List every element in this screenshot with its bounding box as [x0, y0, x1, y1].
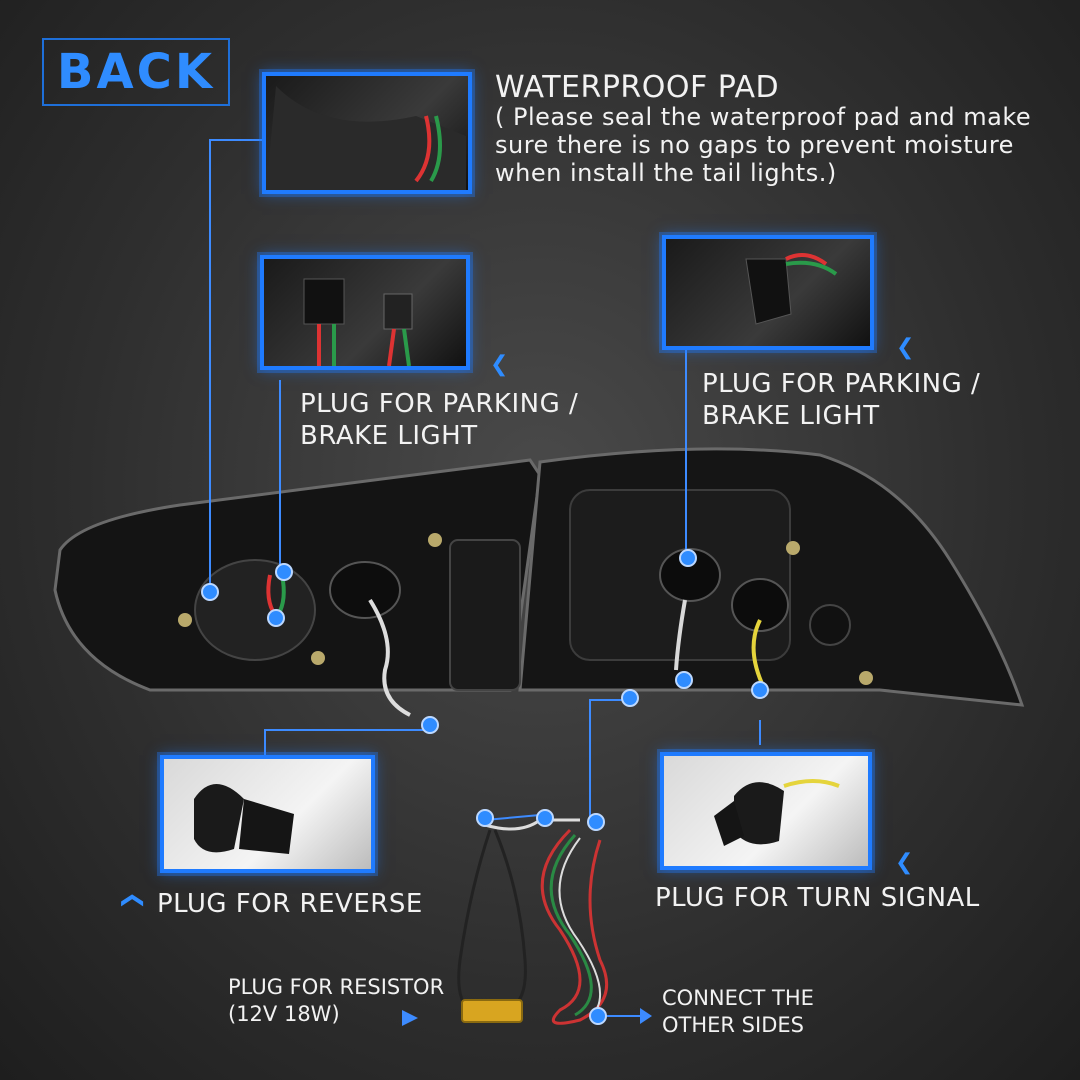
- parking-left-line2: BRAKE LIGHT: [300, 421, 478, 451]
- parking-left-line1: PLUG FOR PARKING /: [300, 389, 579, 419]
- chevron-left-icon: ❮: [490, 352, 509, 377]
- reverse-plug-photo: [160, 755, 375, 873]
- arrow-right-icon: [640, 1008, 652, 1024]
- resistor-line1: PLUG FOR RESISTOR: [228, 975, 445, 999]
- waterproof-pad-photo: [262, 72, 472, 194]
- waterproof-note-line1: ( Please seal the waterproof pad and mak…: [495, 103, 1032, 131]
- parking-brake-photo-right: [662, 235, 874, 350]
- resistor-line2: (12V 18W): [228, 1002, 340, 1026]
- arrow-right-icon: [402, 1010, 418, 1026]
- back-badge: BACK: [42, 38, 230, 106]
- connect-line1: CONNECT THE: [662, 986, 814, 1010]
- waterproof-title: WATERPROOF PAD: [495, 70, 780, 105]
- turn-signal-plug-photo: [660, 752, 872, 870]
- chevron-left-icon: ❮: [896, 335, 915, 360]
- resistor-block: [461, 999, 523, 1023]
- back-label: BACK: [56, 44, 216, 100]
- parking-right-line2: BRAKE LIGHT: [702, 401, 880, 431]
- waterproof-note-line2: sure there is no gaps to prevent moistur…: [495, 131, 1014, 159]
- chevron-left-icon: ❮: [895, 850, 914, 875]
- chevron-up-icon: ❮: [120, 891, 146, 910]
- connect-line2: OTHER SIDES: [662, 1013, 804, 1037]
- reverse-label: PLUG FOR REVERSE: [157, 889, 423, 919]
- waterproof-note-line3: when install the tail lights.): [495, 159, 837, 187]
- parking-right-line1: PLUG FOR PARKING /: [702, 369, 981, 399]
- turn-signal-label: PLUG FOR TURN SIGNAL: [655, 883, 980, 913]
- parking-brake-photo-left: [260, 255, 470, 370]
